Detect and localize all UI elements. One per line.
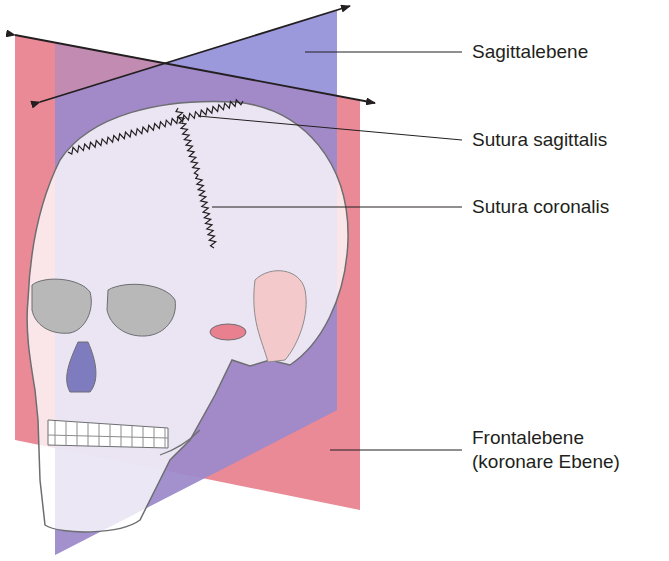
sagittal-suture [68, 100, 243, 154]
orbit [32, 279, 91, 333]
coronal-suture [176, 108, 216, 248]
tooth-lines [55, 421, 165, 448]
zygomatic-arch [210, 324, 246, 340]
leader-line [198, 116, 462, 140]
orbit [107, 284, 175, 336]
leader-line [212, 207, 462, 208]
teeth [48, 420, 168, 448]
part-label: Frontalebene (koronare Ebene) [472, 426, 650, 474]
mandible-line [160, 430, 200, 455]
skull-outline [27, 101, 348, 532]
plane-axis-arrow [40, 6, 350, 102]
part-label: Sutura coronalis [472, 195, 662, 219]
leader-line [330, 450, 462, 451]
leader-line [305, 52, 462, 53]
part-label: Sutura sagittalis [472, 128, 662, 152]
part-label: Sagittalebene [472, 40, 662, 64]
bite-line [48, 435, 168, 438]
nasal-cavity [67, 342, 96, 392]
temporal-region [254, 271, 306, 362]
